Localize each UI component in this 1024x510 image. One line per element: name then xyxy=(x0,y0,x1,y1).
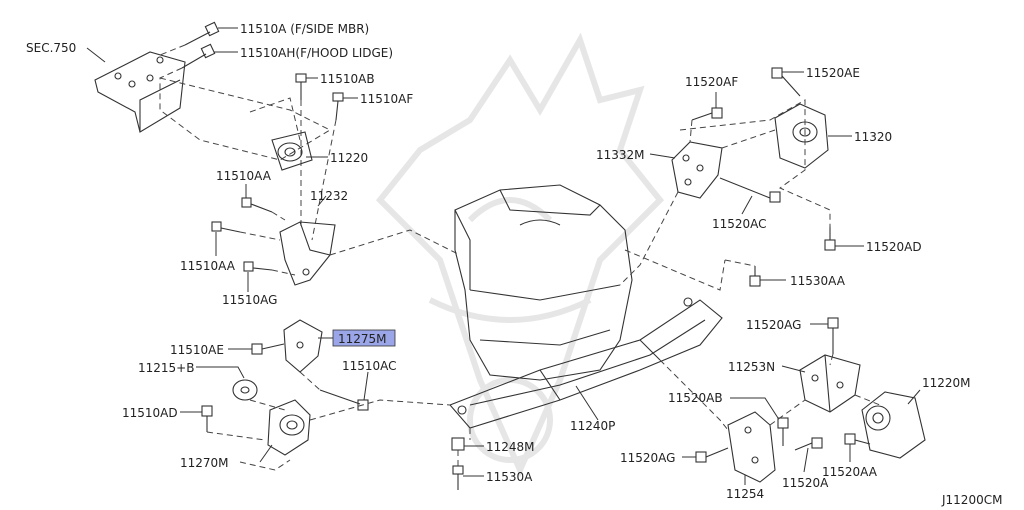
label-11520aa: 11520AA xyxy=(822,465,878,479)
label-11520a: 11520A xyxy=(782,476,829,490)
label-11510aa-lower: 11510AA xyxy=(180,259,236,273)
front-crossmember-11240p xyxy=(449,297,723,429)
bolt-11520ad xyxy=(824,226,836,251)
watermark-emblem xyxy=(375,32,665,478)
bolt-11510ad xyxy=(201,405,213,432)
bolt-11520ae xyxy=(771,67,801,97)
bolt-11520ac xyxy=(719,177,781,203)
bolt-11530a xyxy=(452,465,464,490)
mount-bracket-11332m xyxy=(671,141,723,199)
washer-11215b xyxy=(232,379,258,401)
bolt-11510aa-upper xyxy=(241,197,273,213)
bolt-11510ae xyxy=(251,343,285,355)
mount-bracket-11232 xyxy=(279,221,336,286)
bolt-11520aa xyxy=(844,433,871,445)
label-11510ag: 11510AG xyxy=(222,293,277,307)
mount-bracket-11275m xyxy=(283,319,323,373)
bolt-11510ah xyxy=(181,43,216,69)
label-11520ab: 11520AB xyxy=(668,391,723,405)
label-11520ad: 11520AD xyxy=(866,240,922,254)
label-11510ad: 11510AD xyxy=(122,406,178,420)
mount-bracket-11254 xyxy=(727,411,776,483)
bolt-11530aa xyxy=(749,266,761,287)
bolt-11520ag-upper xyxy=(827,317,839,354)
label-11520ac: 11520AC xyxy=(712,217,767,231)
bolt-11520ab xyxy=(777,417,789,446)
label-11510af: 11510AF xyxy=(360,92,413,106)
bolt-11510a xyxy=(184,21,220,46)
label-11215b: 11215+B xyxy=(138,361,194,375)
engine-mount-insulator-11220 xyxy=(271,131,313,171)
stopper-11248m xyxy=(451,437,465,451)
bolt-11520a xyxy=(794,437,823,451)
label-11530a: 11530A xyxy=(486,470,533,484)
label-11510ae: 11510AE xyxy=(170,343,224,357)
label-11520ag-upper: 11520AG xyxy=(746,318,801,332)
label-11320: 11320 xyxy=(854,130,892,144)
engine-mount-insulator-11270m xyxy=(267,399,311,456)
label-11240p: 11240P xyxy=(570,419,615,433)
bolt-11510aa-lower xyxy=(211,221,241,233)
label-11520af: 11520AF xyxy=(685,75,738,89)
label-11248m: 11248M xyxy=(486,440,535,454)
label-11520ae: 11520AE xyxy=(806,66,860,80)
label-11254: 11254 xyxy=(726,487,764,501)
label-11510ah: 11510AH(F/HOOD LIDGE) xyxy=(240,46,393,60)
label-sec750: SEC.750 xyxy=(26,41,76,55)
engine-mount-insulator-11220m xyxy=(861,391,926,459)
label-11510ac: 11510AC xyxy=(342,359,397,373)
label-11275m: 11275M xyxy=(338,332,387,346)
label-11220m: 11220M xyxy=(922,376,971,390)
engine-mount-insulator-11320 xyxy=(774,103,829,169)
bolt-11520af xyxy=(691,107,723,121)
label-11520ag-lower: 11520AG xyxy=(620,451,675,465)
label-11253n: 11253N xyxy=(728,360,775,374)
label-11232: 11232 xyxy=(310,189,348,203)
label-11220: 11220 xyxy=(330,151,368,165)
bolt-11510ag xyxy=(243,261,273,272)
bolt-11510ac xyxy=(319,389,369,411)
engine-block xyxy=(454,184,633,381)
front-side-member-bracket xyxy=(94,51,186,133)
label-11332m: 11332M xyxy=(596,148,645,162)
bolt-11510af xyxy=(332,92,344,121)
label-11510aa-upper: 11510AA xyxy=(216,169,272,183)
label-11510ab: 11510AB xyxy=(320,72,375,86)
label-11510a: 11510A (F/SIDE MBR) xyxy=(240,22,369,36)
diagram-code: J11200CM xyxy=(941,493,1002,507)
label-11270m: 11270M xyxy=(180,456,229,470)
label-11530aa: 11530AA xyxy=(790,274,846,288)
bolt-11520ag-lower xyxy=(695,447,729,463)
bolt-11510ab xyxy=(295,73,307,100)
